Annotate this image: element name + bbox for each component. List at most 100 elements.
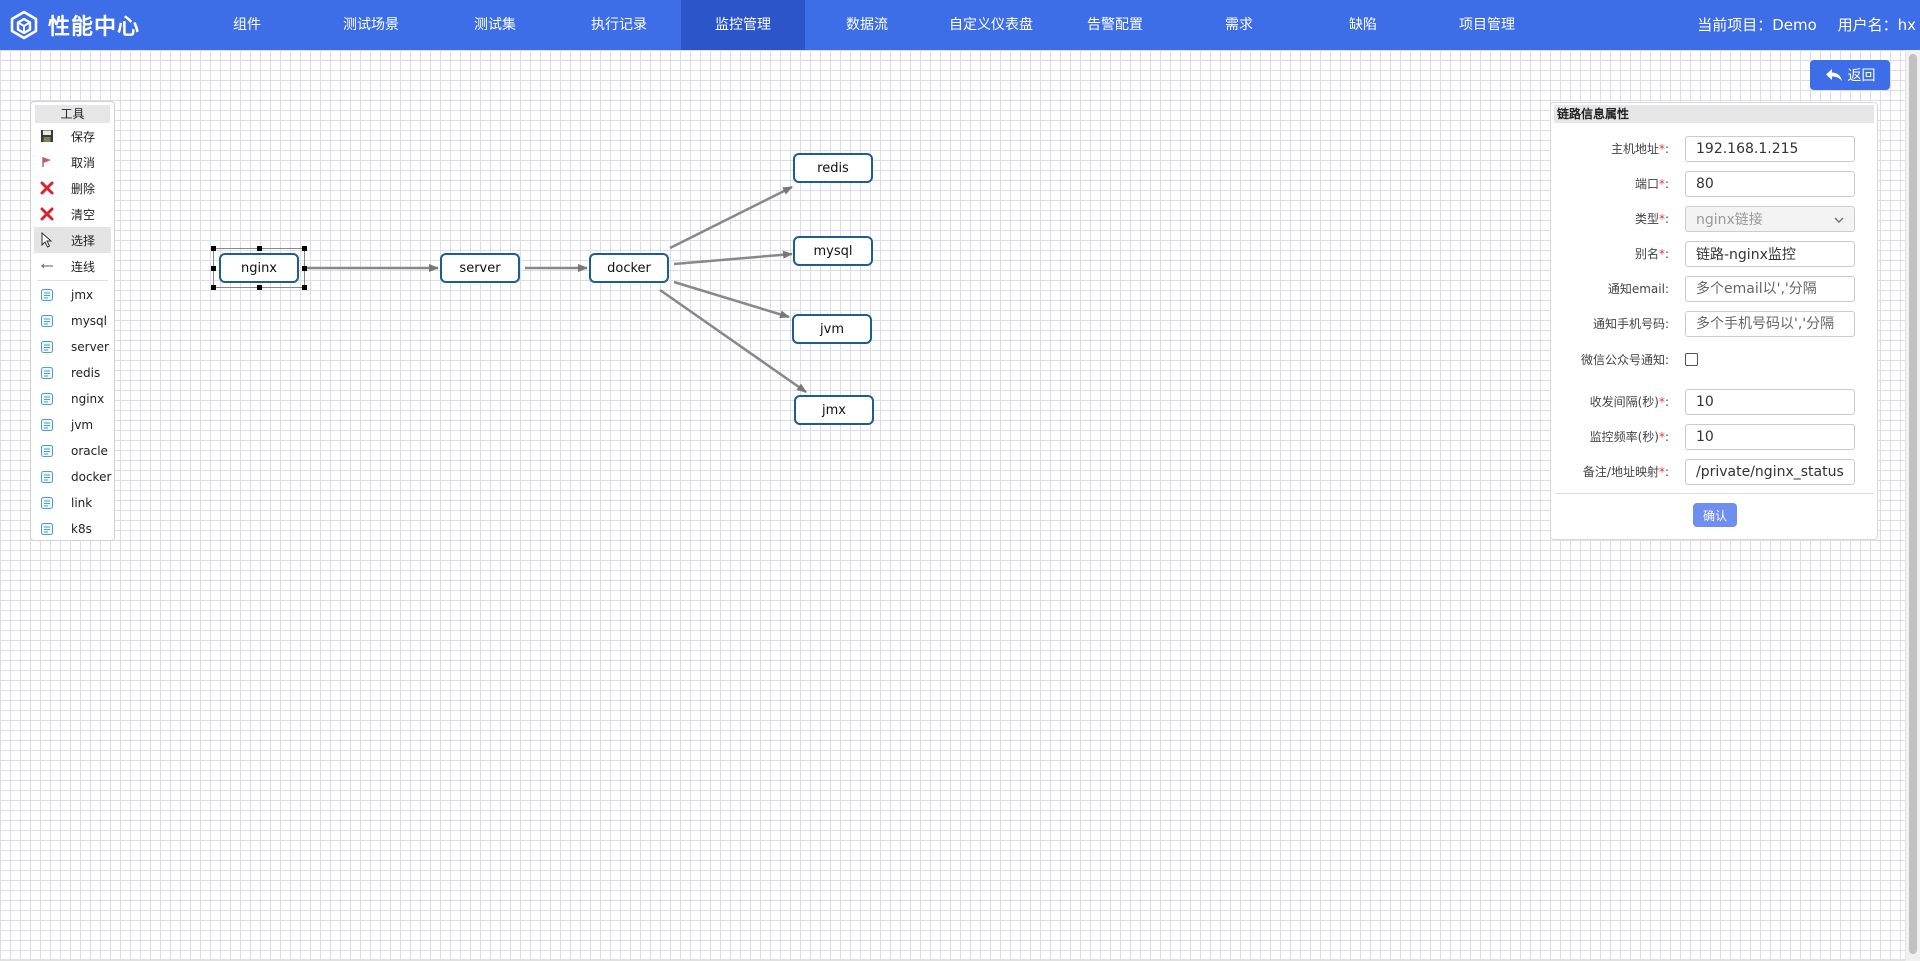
node-mysql[interactable]: mysql	[793, 236, 873, 266]
node-redis[interactable]: redis	[793, 153, 873, 183]
nav-item[interactable]: 数据流	[846, 17, 888, 33]
resize-handle-e[interactable]	[302, 266, 307, 271]
tool-item[interactable]: mysql	[31, 308, 114, 334]
tool-item[interactable]: redis	[31, 360, 114, 386]
properties-title: 链路信息属性	[1554, 105, 1874, 123]
wechat-checkbox[interactable]	[1685, 353, 1698, 366]
tool-item-label: 删除	[71, 181, 96, 196]
row-interval: 收发间隔(秒)*:	[1551, 389, 1879, 415]
current-project[interactable]: 当前项目：Demo	[1697, 16, 1817, 34]
host-label: 主机地址	[1610, 142, 1659, 156]
row-alias: 别名*:	[1551, 241, 1879, 267]
tool-item[interactable]: server	[31, 334, 114, 360]
tool-item[interactable]: 连线	[31, 253, 114, 279]
nav-item[interactable]: 需求	[1225, 17, 1253, 33]
tool-item-label: jvm	[71, 418, 94, 432]
nav-item[interactable]: 自定义仪表盘	[949, 17, 1033, 33]
remark-input[interactable]	[1685, 459, 1855, 485]
cursor-icon	[39, 232, 55, 248]
confirm-button[interactable]: 确认	[1693, 503, 1737, 527]
save-icon	[39, 128, 55, 144]
resize-handle-ne[interactable]	[302, 246, 307, 251]
node-server[interactable]: server	[440, 253, 520, 283]
tool-item[interactable]: 取消	[31, 149, 114, 175]
nav-item[interactable]: 组件	[233, 17, 261, 33]
oracle-icon	[39, 443, 55, 459]
row-phone: 通知手机号码:	[1551, 311, 1879, 337]
brand[interactable]: 性能中心	[0, 9, 185, 41]
server-icon	[39, 339, 55, 355]
tool-item-label: 选择	[71, 233, 96, 248]
type-select[interactable]: nginx链接	[1685, 206, 1855, 232]
tool-item-label: oracle	[71, 444, 108, 458]
chevron-down-icon	[1834, 211, 1844, 227]
scrollbar-thumb[interactable]	[1909, 54, 1917, 954]
tool-item[interactable]: k8s	[31, 516, 114, 542]
tool-item[interactable]: 选择	[34, 227, 111, 253]
interval-input[interactable]	[1685, 389, 1855, 415]
tool-item[interactable]: oracle	[31, 438, 114, 464]
clear-icon	[39, 206, 55, 222]
nav-item[interactable]: 告警配置	[1087, 17, 1143, 33]
resize-handle-nw[interactable]	[211, 246, 216, 251]
node-docker[interactable]: docker	[589, 253, 669, 283]
mysql-icon	[39, 313, 55, 329]
tool-item[interactable]: link	[31, 490, 114, 516]
resize-handle-s[interactable]	[257, 285, 262, 290]
tool-item[interactable]: 保存	[31, 123, 114, 149]
nav-item[interactable]: 执行记录	[591, 17, 647, 33]
tool-item[interactable]: 清空	[31, 201, 114, 227]
properties-divider	[1555, 493, 1873, 494]
edge-docker-jvm[interactable]	[673, 280, 790, 319]
edge-docker-jmx[interactable]	[659, 288, 807, 394]
phone-input[interactable]	[1685, 311, 1855, 337]
node-jvm[interactable]: jvm	[792, 314, 872, 344]
resize-handle-sw[interactable]	[211, 285, 216, 290]
email-label: 通知email:	[1607, 282, 1669, 296]
host-input[interactable]	[1685, 136, 1855, 162]
tool-item[interactable]: nginx	[31, 386, 114, 412]
user-info: 当前项目：Demo 用户名：hx	[1697, 0, 1920, 50]
node-nginx[interactable]: nginx	[219, 253, 299, 283]
main-nav: 组件 测试场景 测试集 执行记录 监控管理 数据流 自定义仪表盘 告警配置 需求 缺陷 项目管理	[185, 0, 1549, 50]
back-button-label: 返回	[1847, 68, 1876, 84]
tool-item[interactable]: 删除	[31, 175, 114, 201]
port-input[interactable]	[1685, 171, 1855, 197]
nav-item[interactable]: 缺陷	[1349, 17, 1377, 33]
redis-icon	[39, 365, 55, 381]
nginx-icon	[39, 391, 55, 407]
undo-icon	[39, 154, 55, 170]
tool-item[interactable]: jvm	[31, 412, 114, 438]
tool-divider	[37, 280, 108, 281]
phone-label: 通知手机号码:	[1592, 317, 1669, 331]
nav-item[interactable]: 测试集	[474, 17, 516, 33]
vertical-scrollbar[interactable]	[1905, 50, 1920, 961]
remark-label: 备注/地址映射	[1582, 465, 1659, 479]
nav-item[interactable]: 监控管理	[681, 0, 805, 50]
frequency-input[interactable]	[1685, 424, 1855, 450]
k8s-icon	[39, 521, 55, 537]
resize-handle-n[interactable]	[257, 246, 262, 251]
resize-handle-w[interactable]	[211, 266, 216, 271]
edge-docker-redis[interactable]	[669, 185, 793, 250]
selection-frame	[211, 246, 307, 290]
username[interactable]: 用户名：hx	[1837, 16, 1916, 34]
tool-item-label: 保存	[71, 129, 96, 144]
nav-item[interactable]: 测试场景	[343, 17, 399, 33]
top-navbar: 性能中心 组件 测试场景 测试集 执行记录 监控管理 数据流 自定义仪表盘 告警配置 需求 缺陷 项…	[0, 0, 1920, 50]
resize-handle-se[interactable]	[302, 285, 307, 290]
edge-docker-mysql[interactable]	[673, 250, 793, 266]
tool-item-label: nginx	[71, 392, 105, 406]
jvm-icon	[39, 417, 55, 433]
back-button[interactable]: 返回	[1810, 60, 1890, 90]
tool-item[interactable]: docker	[31, 464, 114, 490]
alias-input[interactable]	[1685, 241, 1855, 267]
email-input[interactable]	[1685, 276, 1855, 302]
nav-item[interactable]: 项目管理	[1459, 17, 1515, 33]
node-jmx[interactable]: jmx	[794, 395, 874, 425]
row-type: 类型*: nginx链接	[1551, 206, 1879, 232]
tool-item[interactable]: jmx	[31, 282, 114, 308]
